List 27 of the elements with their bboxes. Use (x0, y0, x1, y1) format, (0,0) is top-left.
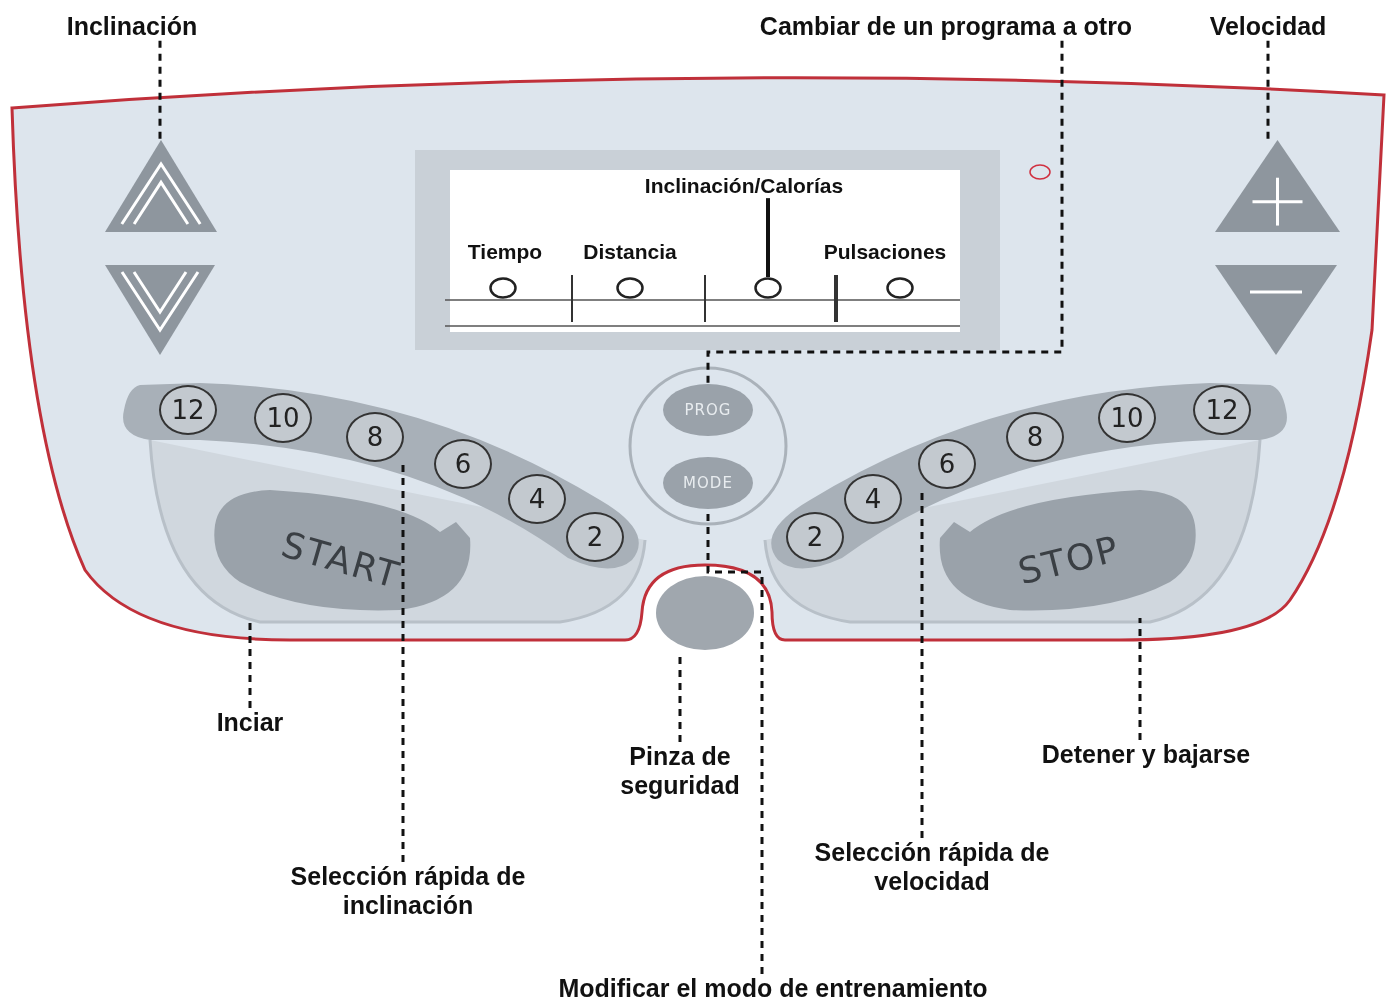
display-label: Pulsaciones (823, 240, 947, 264)
leader-line (706, 40, 1064, 384)
callout-label: Selección rápida de inclinación (258, 862, 558, 920)
display-label: Inclinación/Calorías (644, 174, 844, 199)
display-indicator (616, 277, 644, 299)
display-indicator (886, 277, 914, 299)
callout-label: Inciar (216, 708, 284, 737)
display-screen (415, 150, 1000, 350)
display-label: Distancia (583, 240, 677, 264)
callout-label: Velocidad (1209, 12, 1327, 41)
incline-up-button (105, 140, 217, 232)
callout-label: Selección rápida de velocidad (782, 838, 1082, 896)
display-indicator (489, 277, 517, 299)
callout-label: Inclinación (66, 12, 198, 41)
leader-line (766, 198, 770, 277)
plus-button (1215, 140, 1340, 232)
safety-clip (655, 575, 755, 651)
callout-label: Pinza de seguridad (595, 742, 765, 800)
callout-label: Modificar el modo de entrenamiento (558, 974, 988, 1003)
leader-line (401, 462, 405, 862)
callout-label: Detener y bajarse (1041, 740, 1251, 769)
leader-line (1266, 40, 1270, 140)
callout-label: Cambiar de un programa a otro (759, 12, 1133, 41)
display-indicator (754, 277, 782, 299)
display-label: Tiempo (467, 240, 543, 264)
leader-line (1138, 618, 1142, 740)
leader-line (158, 40, 162, 140)
